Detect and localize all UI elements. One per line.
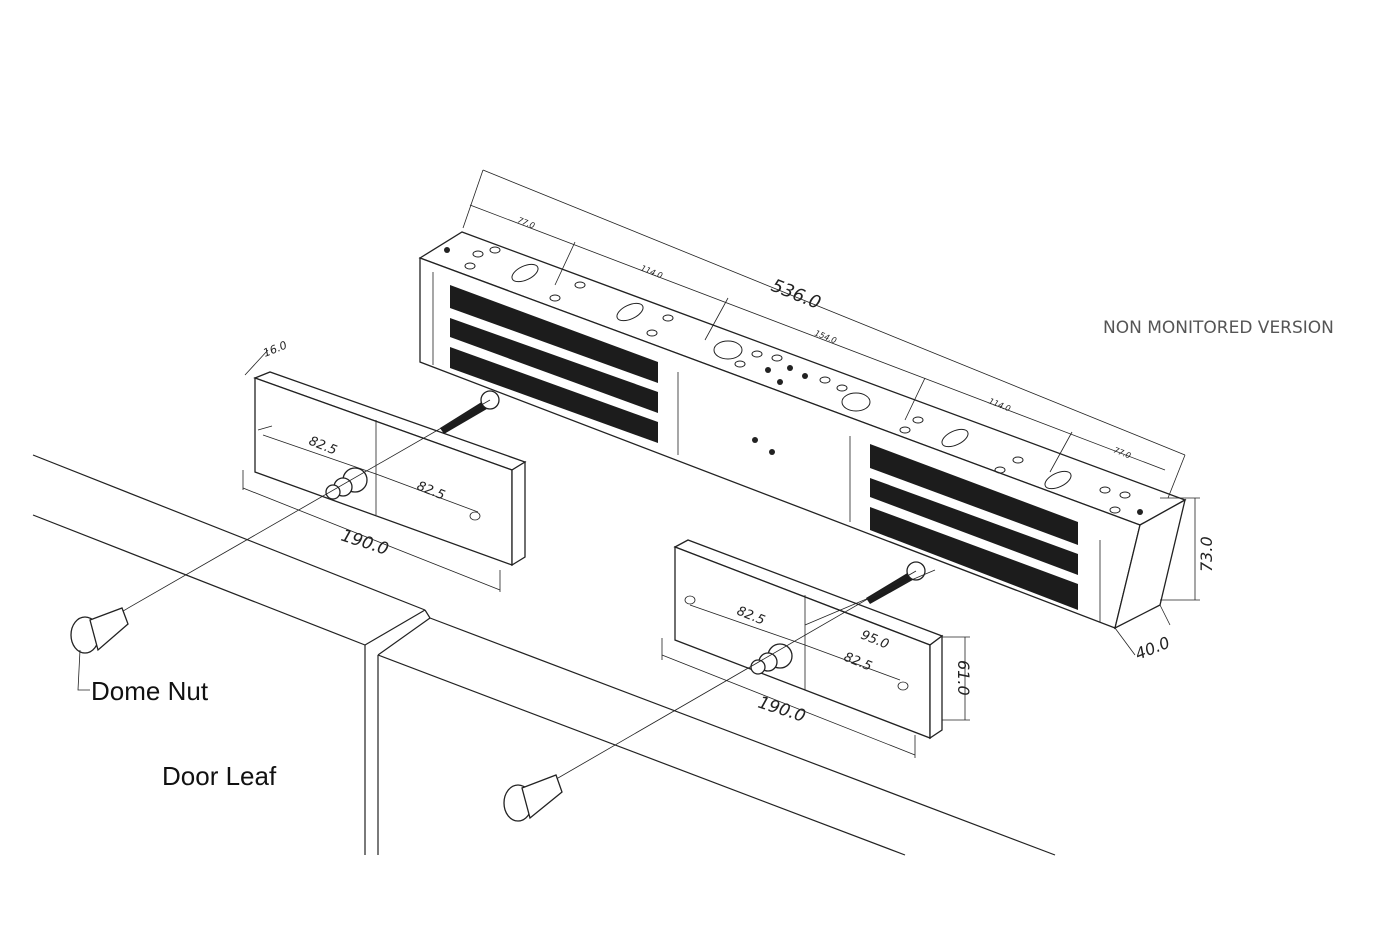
dim-seg3: 154.0 xyxy=(813,329,838,346)
dim-right-length: 190.0 xyxy=(755,693,807,727)
dim-depth: 40.0 xyxy=(1132,633,1172,664)
dim-seg4: 114.0 xyxy=(987,397,1012,414)
dim-seg1: 77.0 xyxy=(516,216,536,231)
version-note: NON MONITORED VERSION xyxy=(1103,318,1334,338)
dim-left-length: 190.0 xyxy=(338,526,390,560)
door-leaf xyxy=(32,454,1056,856)
right-armature-plate xyxy=(503,539,944,822)
dimension-lines xyxy=(77,169,1200,758)
dim-seg5: 77.0 xyxy=(1112,446,1132,461)
dim-height: 73.0 xyxy=(1197,536,1216,572)
label-dome-nut: Dome Nut xyxy=(91,676,209,706)
left-armature-plate xyxy=(70,371,527,654)
dim-seg2: 114.0 xyxy=(639,264,664,281)
dim-right-height: 61.0 xyxy=(954,660,973,696)
dim-overall-length: 536.0 xyxy=(768,275,824,314)
label-door-leaf: Door Leaf xyxy=(162,761,277,791)
dim-left-thickness: 16.0 xyxy=(261,339,289,360)
